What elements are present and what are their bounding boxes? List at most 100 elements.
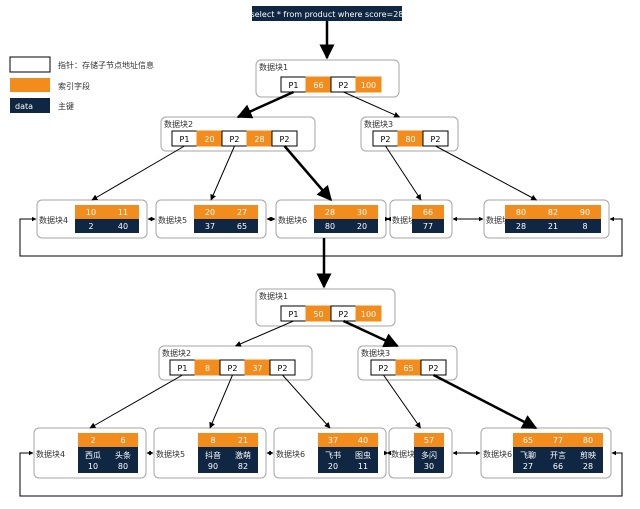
leaf-key-cell: [194, 205, 226, 219]
level2-node-2-label: 数据块3: [364, 119, 393, 129]
root-node-key-text: 100: [361, 81, 376, 90]
level2-node-1-label: 数据块2: [164, 119, 193, 129]
leaf-data-text: 37: [205, 222, 215, 231]
root-to-block3-arrow: [342, 319, 399, 348]
leaf-key-cell: [75, 205, 107, 219]
leaf-data-id: 27: [523, 462, 533, 471]
legend-index-swatch: [10, 78, 50, 92]
pointer-to-leaf-arrow: [210, 145, 235, 201]
root-node-key-cell: [355, 305, 382, 322]
pointer-to-leaf-arrow: [435, 145, 538, 201]
leaf-data-name: 飞聊: [520, 451, 536, 460]
legend-data-swatch: [10, 98, 50, 113]
leaf-data-text: 8: [582, 222, 587, 231]
leaf-key-cell: [107, 205, 139, 219]
root-to-block3-arrow: [343, 91, 401, 118]
leaf-key-cell: [228, 433, 258, 447]
root-node-key-text: 50: [313, 310, 323, 319]
level2-node-2-pointer-text: P2: [381, 135, 391, 144]
leaf-key-text: 82: [548, 208, 558, 217]
leaf-key-text: 90: [580, 208, 590, 217]
leaf-label: 数据块4: [39, 215, 68, 225]
level2-node-2-pointer-text: P2: [429, 364, 439, 373]
root-node-key-text: 66: [313, 81, 323, 90]
legend-data-label: 主键: [58, 101, 74, 111]
leaf-key-text: 10: [86, 208, 96, 217]
pointer-to-leaf-arrow: [432, 373, 538, 430]
root-node-key-text: 100: [361, 310, 376, 319]
pointer-to-leaf-arrow: [91, 145, 185, 201]
leaf-key-cell: [348, 433, 378, 447]
leaf-key-text: 2: [90, 436, 95, 445]
leaf-data-cell: [75, 219, 107, 233]
leaf-key-cell: [513, 433, 543, 447]
level2-node-2-label: 数据块3: [361, 348, 390, 358]
pointer-to-leaf-arrow: [383, 374, 421, 429]
leaf-wraparound-link: [19, 216, 623, 257]
leaf-key-cell: [543, 433, 573, 447]
leaf-data-name: 图虫: [355, 450, 371, 460]
root-node-pointer-text: P2: [339, 81, 349, 90]
leaf-label: 数据块5: [158, 215, 187, 225]
level2-node-1-key-text: 37: [252, 364, 262, 373]
leaf-data-name: 激萌: [235, 450, 251, 460]
pointer-to-leaf-arrow: [385, 145, 422, 201]
legend-pointer-label: 指针：存储子节点地址信息: [58, 60, 154, 70]
level2-node-1-pointer-text: P2: [280, 135, 290, 144]
level2-node-1-key-text: 8: [205, 364, 210, 373]
level2-node-1-pointer-text: P1: [180, 135, 190, 144]
level2-node-1-key-text: 28: [254, 135, 264, 144]
leaf-label: 数据块6: [276, 449, 305, 459]
leaf-data-cell: [412, 219, 444, 233]
leaf-wraparound-link: [19, 450, 623, 497]
leaf-data-name: 抖音: [205, 450, 221, 460]
leaf-data-id: 80: [118, 462, 128, 471]
leaf-key-text: 27: [237, 208, 247, 217]
leaf-key-text: 11: [118, 208, 128, 217]
leaf-data-id: 90: [208, 462, 218, 471]
leaf-key-cell: [198, 433, 228, 447]
level2-node-2-key-text: 65: [403, 364, 413, 373]
legend-data-swatch-text: data: [15, 102, 33, 111]
leaf-data-cell: [346, 219, 378, 233]
leaf-key-text: 77: [553, 436, 563, 445]
root-node-label: 数据块1: [259, 291, 288, 301]
level2-node-1-label: 数据块2: [162, 348, 191, 358]
leaf-key-text: 21: [238, 436, 248, 445]
leaf-data-text: 80: [325, 222, 335, 231]
leaf-data-cell: [569, 219, 601, 233]
root-node-pointer-text: P1: [289, 310, 299, 319]
leaf-key-text: 66: [423, 208, 433, 217]
leaf-key-cell: [78, 433, 108, 447]
leaf-data-name: 多闪: [421, 450, 437, 460]
pointer-to-leaf-arrow: [89, 374, 183, 429]
leaf-key-text: 65: [523, 436, 533, 445]
leaf-key-text: 80: [516, 208, 526, 217]
root-node-pointer-text: P1: [289, 81, 299, 90]
leaf-data-id: 30: [424, 462, 434, 471]
root-node-pointer-text: P2: [339, 310, 349, 319]
leaf-key-cell: [346, 205, 378, 219]
root-node-label: 数据块1: [259, 62, 288, 72]
leaf-data-id: 11: [358, 462, 368, 471]
leaf-data-text: 77: [423, 222, 433, 231]
leaf-data-text: 21: [548, 222, 558, 231]
leaf-data-cell: [107, 219, 139, 233]
level2-node-1-pointer-text: P2: [230, 135, 240, 144]
leaf-key-cell: [505, 205, 537, 219]
leaf-data-name: 剪映: [580, 450, 596, 460]
leaf-data-id: 10: [88, 462, 98, 471]
leaf-key-text: 37: [328, 436, 338, 445]
root-to-block2-arrow: [234, 320, 294, 347]
leaf-key-cell: [414, 433, 444, 447]
leaf-key-text: 20: [205, 208, 215, 217]
leaf-key-cell: [314, 205, 346, 219]
leaf-data-cell: [505, 219, 537, 233]
leaf-key-cell: [226, 205, 258, 219]
root-to-block2-arrow: [236, 90, 295, 119]
leaf-key-text: 28: [325, 208, 335, 217]
leaf-data-id: 82: [238, 462, 248, 471]
legend-pointer-swatch: [9, 56, 51, 73]
